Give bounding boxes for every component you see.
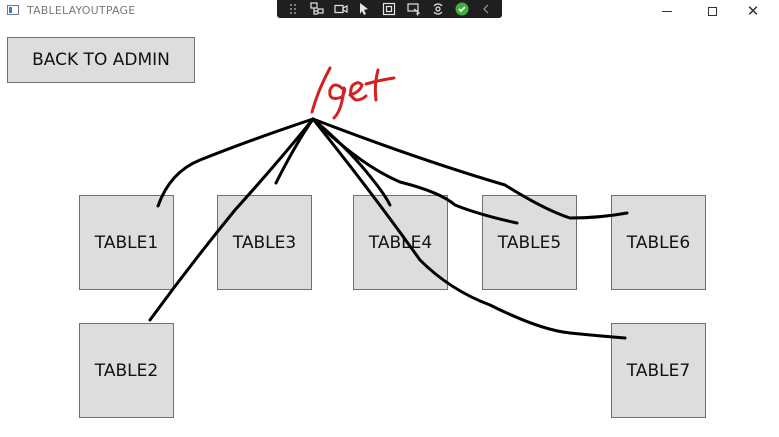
xaml-debug-toolbar <box>277 0 502 18</box>
table4-button[interactable]: TABLE4 <box>353 195 448 290</box>
check-icon[interactable] <box>454 2 470 16</box>
annotation-label-get <box>310 66 396 120</box>
display-adorners-icon[interactable] <box>381 2 397 16</box>
table3-button[interactable]: TABLE3 <box>217 195 312 290</box>
collapse-chevron-icon[interactable] <box>478 2 494 16</box>
maximize-icon <box>707 6 717 16</box>
track-focus-icon[interactable] <box>406 2 422 16</box>
window-title: TABLELAYOUTPAGE <box>27 4 136 17</box>
minimize-button[interactable] <box>647 0 687 22</box>
line-to-table4 <box>311 117 392 207</box>
back-to-admin-button[interactable]: BACK TO ADMIN <box>7 37 195 83</box>
hot-reload-icon[interactable] <box>430 2 446 16</box>
app-icon <box>7 5 19 15</box>
close-icon: ✕ <box>746 2 760 20</box>
table2-button[interactable]: TABLE2 <box>79 323 174 418</box>
table6-button[interactable]: TABLE6 <box>611 195 706 290</box>
select-element-icon[interactable] <box>357 2 373 16</box>
table5-button[interactable]: TABLE5 <box>482 195 577 290</box>
table1-button[interactable]: TABLE1 <box>79 195 174 290</box>
minimize-icon <box>662 10 672 12</box>
maximize-button[interactable] <box>692 0 732 22</box>
line-to-table1 <box>156 117 315 208</box>
live-tree-icon[interactable] <box>309 2 325 16</box>
close-button[interactable]: ✕ <box>733 0 773 22</box>
video-icon[interactable] <box>333 2 349 16</box>
table7-button[interactable]: TABLE7 <box>611 323 706 418</box>
grip-icon[interactable] <box>285 2 301 16</box>
line-to-table3 <box>274 117 315 185</box>
